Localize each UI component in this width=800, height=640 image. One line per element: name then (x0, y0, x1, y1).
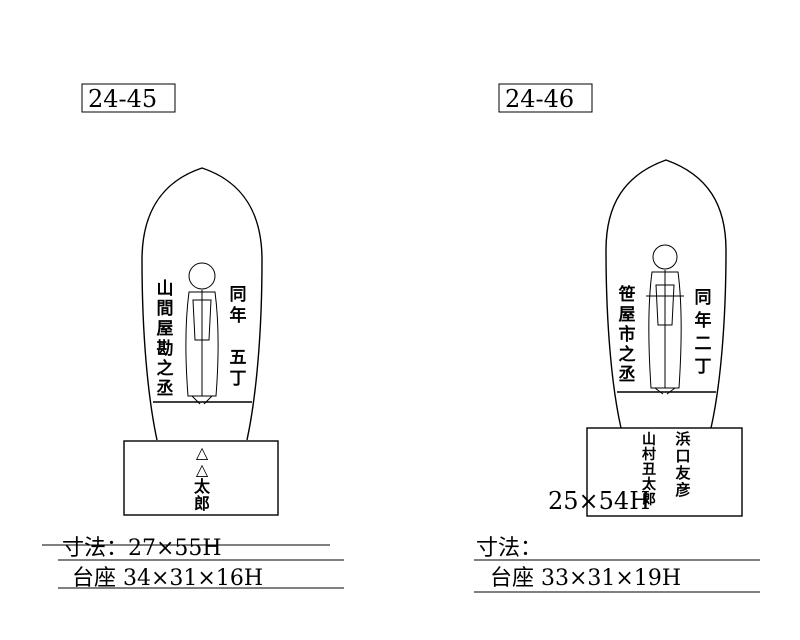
inscription-char: 浜 (675, 430, 690, 448)
inscription-char: 口 (675, 447, 690, 465)
overlay-label-24-46: 25×54H (548, 487, 650, 515)
inscription-char: 友 (675, 464, 690, 482)
jizo-figure-24-45 (185, 262, 219, 405)
dimension-label-24-46: 寸法： (476, 536, 542, 561)
inscription-char: 山 (642, 432, 656, 448)
inscription-char: 笹 (619, 284, 636, 305)
jizo-figure-24-46 (646, 244, 684, 395)
pedestal-label-24-46: 台座 33×31×19H (490, 566, 681, 591)
id-label-24-45: 24-45 (88, 85, 157, 113)
inscription-char: 間 (157, 299, 174, 319)
inscription-char: 丞 (619, 365, 636, 385)
inscription-char: 同 (695, 288, 712, 308)
inscription-char: 二 (695, 334, 712, 354)
id-label-24-46: 24-46 (505, 85, 574, 113)
inscription-char: 之 (619, 344, 636, 365)
inscription-char: 太 (193, 477, 211, 496)
inscription-char: △ (196, 460, 209, 479)
inscription-char: 丁 (230, 369, 247, 389)
inscription-char: 郎 (642, 491, 656, 508)
inscription-char: 五 (230, 348, 247, 368)
inscription-char: 之 (157, 358, 174, 379)
dimension-label-24-45: 寸法：27×55H (62, 536, 222, 561)
inscription-char: 市 (619, 324, 636, 345)
inscription-char: 屋 (619, 305, 636, 325)
base-inscription-24-45: △△太郎 (193, 443, 211, 513)
inscription-char: 村 (642, 446, 656, 463)
statue-24-45: 24-45 寸法：27×55H 台座 34×31×16H (42, 83, 344, 591)
inscription-char: 太 (642, 476, 657, 493)
inscription-char: 屋 (157, 319, 174, 339)
id-box-24-45 (81, 83, 176, 113)
inscription-char: △ (196, 443, 209, 462)
inscription-char: 年 (695, 310, 712, 331)
inscription-char: 郎 (194, 494, 210, 513)
base-box-24-45 (123, 440, 279, 516)
inscription-char: 年 (230, 305, 247, 326)
inscription-char: 同 (230, 285, 247, 305)
statue-outline-24-46 (605, 159, 727, 429)
inscription-char: 彦 (675, 481, 690, 499)
inscription-char: 勘 (157, 338, 174, 359)
inscription-char: 丁 (695, 357, 712, 377)
id-box-24-46 (498, 83, 593, 113)
pedestal-label-24-45: 台座 34×31×16H (72, 566, 263, 591)
inscription-char: 丑 (642, 462, 656, 478)
statue-outline-24-45 (141, 167, 263, 441)
statue-24-46: 24-46 25×54H 寸法： 台座 33×31×19H (474, 83, 760, 593)
base-box-24-46 (586, 427, 743, 517)
inscription-char: 山 (157, 279, 174, 299)
inscription-char: 丞 (157, 379, 174, 399)
